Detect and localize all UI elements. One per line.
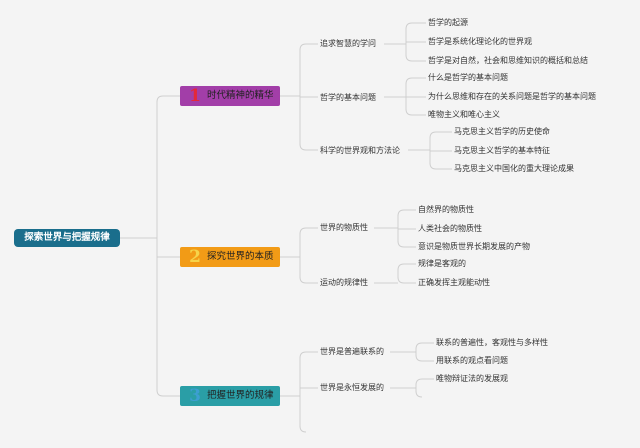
leaf-3-1-2[interactable]: 用联系的观点看问题 (436, 356, 508, 365)
leaf-1-1-3[interactable]: 哲学是对自然，社会和思维知识的概括和总结 (428, 56, 588, 65)
subtopic-2-1[interactable]: 世界的物质性 (320, 223, 368, 232)
b2-bracket-trunk (299, 227, 307, 284)
leaf-2-2-2[interactable]: 正确发挥主观能动性 (418, 278, 490, 287)
subtopic-2-2[interactable]: 运动的规律性 (320, 278, 368, 287)
branch-label-3: 把握世界的规律 (207, 390, 274, 401)
b3s1-bracket-trunk (415, 342, 423, 362)
subtopic-1-2[interactable]: 哲学的基本问题 (320, 93, 376, 102)
leaf-2-1-1[interactable]: 自然界的物质性 (418, 205, 474, 214)
root-topic[interactable]: 探索世界与把握规律 (14, 229, 120, 247)
root-bracket-trunk (156, 95, 164, 397)
b3-bracket-trunk (299, 351, 307, 433)
branch-topic-3[interactable]: 3 把握世界的规律 (180, 386, 280, 406)
leaf-1-3-3[interactable]: 马克思主义中国化的重大理论成果 (454, 164, 574, 173)
number-badge-1: 1 (189, 86, 201, 106)
leaf-3-2-1[interactable]: 唯物辩证法的发展观 (436, 374, 508, 383)
subtopic-3-1[interactable]: 世界是普遍联系的 (320, 347, 384, 356)
leaf-1-2-2[interactable]: 为什么思维和存在的关系问题是哲学的基本问题 (428, 92, 596, 101)
subtopic-3-2[interactable]: 世界是永恒发展的 (320, 383, 384, 392)
b3s2-bracket-trunk (415, 378, 423, 398)
branch-topic-2[interactable]: 2 探究世界的本质 (180, 247, 280, 267)
b2s2-bracket-trunk (397, 263, 405, 284)
subtopic-1-1[interactable]: 追求智慧的学问 (320, 39, 376, 48)
leaf-2-2-1[interactable]: 规律是客观的 (418, 259, 466, 268)
number-badge-3: 3 (189, 386, 201, 406)
leaf-1-3-1[interactable]: 马克思主义哲学的历史使命 (454, 127, 550, 136)
leaf-1-2-1[interactable]: 什么是哲学的基本问题 (428, 73, 508, 82)
subtopic-1-3[interactable]: 科学的世界观和方法论 (320, 146, 400, 155)
leaf-1-1-2[interactable]: 哲学是系统化理论化的世界观 (428, 37, 532, 46)
leaf-2-1-3[interactable]: 意识是物质世界长期发展的产物 (418, 242, 530, 251)
leaf-3-1-1[interactable]: 联系的普遍性，客观性与多样性 (436, 338, 548, 347)
branch-label-1: 时代精神的精华 (207, 90, 274, 101)
number-badge-2: 2 (189, 247, 201, 267)
leaf-1-2-3[interactable]: 唯物主义和唯心主义 (428, 110, 500, 119)
leaf-1-3-2[interactable]: 马克思主义哲学的基本特征 (454, 146, 550, 155)
leaf-2-1-2[interactable]: 人类社会的物质性 (418, 224, 482, 233)
branch-topic-1[interactable]: 1 时代精神的精华 (180, 86, 280, 106)
leaf-1-1-1[interactable]: 哲学的起源 (428, 18, 468, 27)
branch-label-2: 探究世界的本质 (207, 251, 274, 262)
